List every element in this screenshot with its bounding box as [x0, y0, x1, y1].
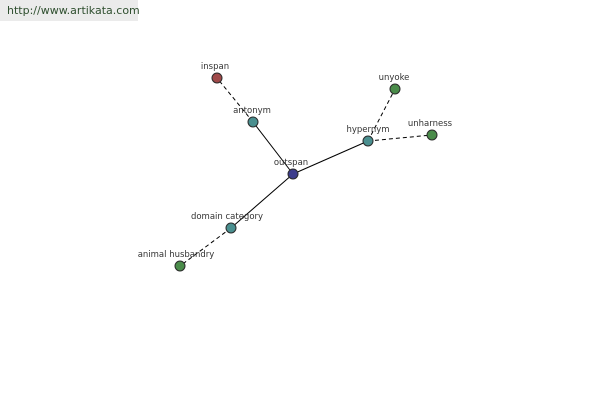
- edge-antonym-inspan: [216, 77, 254, 123]
- node-marker-unharness[interactable]: [426, 129, 438, 141]
- edge-outspan-domain-category: [230, 173, 294, 229]
- node-unharness[interactable]: unharness: [408, 119, 453, 141]
- edges-layer: [179, 77, 433, 267]
- node-antonym[interactable]: antonym: [233, 106, 271, 128]
- node-label-inspan[interactable]: inspan: [201, 62, 229, 72]
- node-hypernym[interactable]: hypernym: [346, 125, 390, 147]
- edge-hypernym-unyoke: [367, 88, 396, 142]
- node-inspan[interactable]: inspan: [201, 62, 229, 84]
- node-marker-inspan[interactable]: [211, 72, 223, 84]
- node-marker-animal-husbandry[interactable]: [174, 260, 186, 272]
- edge-outspan-antonym: [252, 121, 294, 175]
- node-label-antonym[interactable]: antonym: [233, 106, 271, 116]
- node-label-unyoke[interactable]: unyoke: [379, 73, 410, 83]
- node-animal-husbandry[interactable]: animal husbandry: [138, 250, 215, 272]
- node-marker-outspan[interactable]: [287, 168, 299, 180]
- node-marker-hypernym[interactable]: [362, 135, 374, 147]
- node-unyoke[interactable]: unyoke: [379, 73, 410, 95]
- node-marker-domain-category[interactable]: [225, 222, 237, 234]
- node-label-animal-husbandry[interactable]: animal husbandry: [138, 250, 215, 260]
- edge-hypernym-unharness: [367, 134, 433, 142]
- edge-domain-category-animal-husbandry: [179, 227, 232, 267]
- node-outspan[interactable]: outspan: [274, 158, 308, 180]
- nodes-layer: outspan antonym inspan hypernym unyoke unharn…: [138, 62, 453, 272]
- node-label-outspan[interactable]: outspan: [274, 158, 308, 168]
- node-label-unharness[interactable]: unharness: [408, 119, 453, 129]
- source-url-watermark[interactable]: http://www.artikata.com: [0, 0, 140, 21]
- node-marker-unyoke[interactable]: [389, 83, 401, 95]
- node-domain-category[interactable]: domain category: [191, 212, 263, 234]
- node-label-domain-category[interactable]: domain category: [191, 212, 263, 222]
- edge-outspan-hypernym: [292, 140, 369, 175]
- node-label-hypernym[interactable]: hypernym: [346, 125, 389, 135]
- node-marker-antonym[interactable]: [247, 116, 259, 128]
